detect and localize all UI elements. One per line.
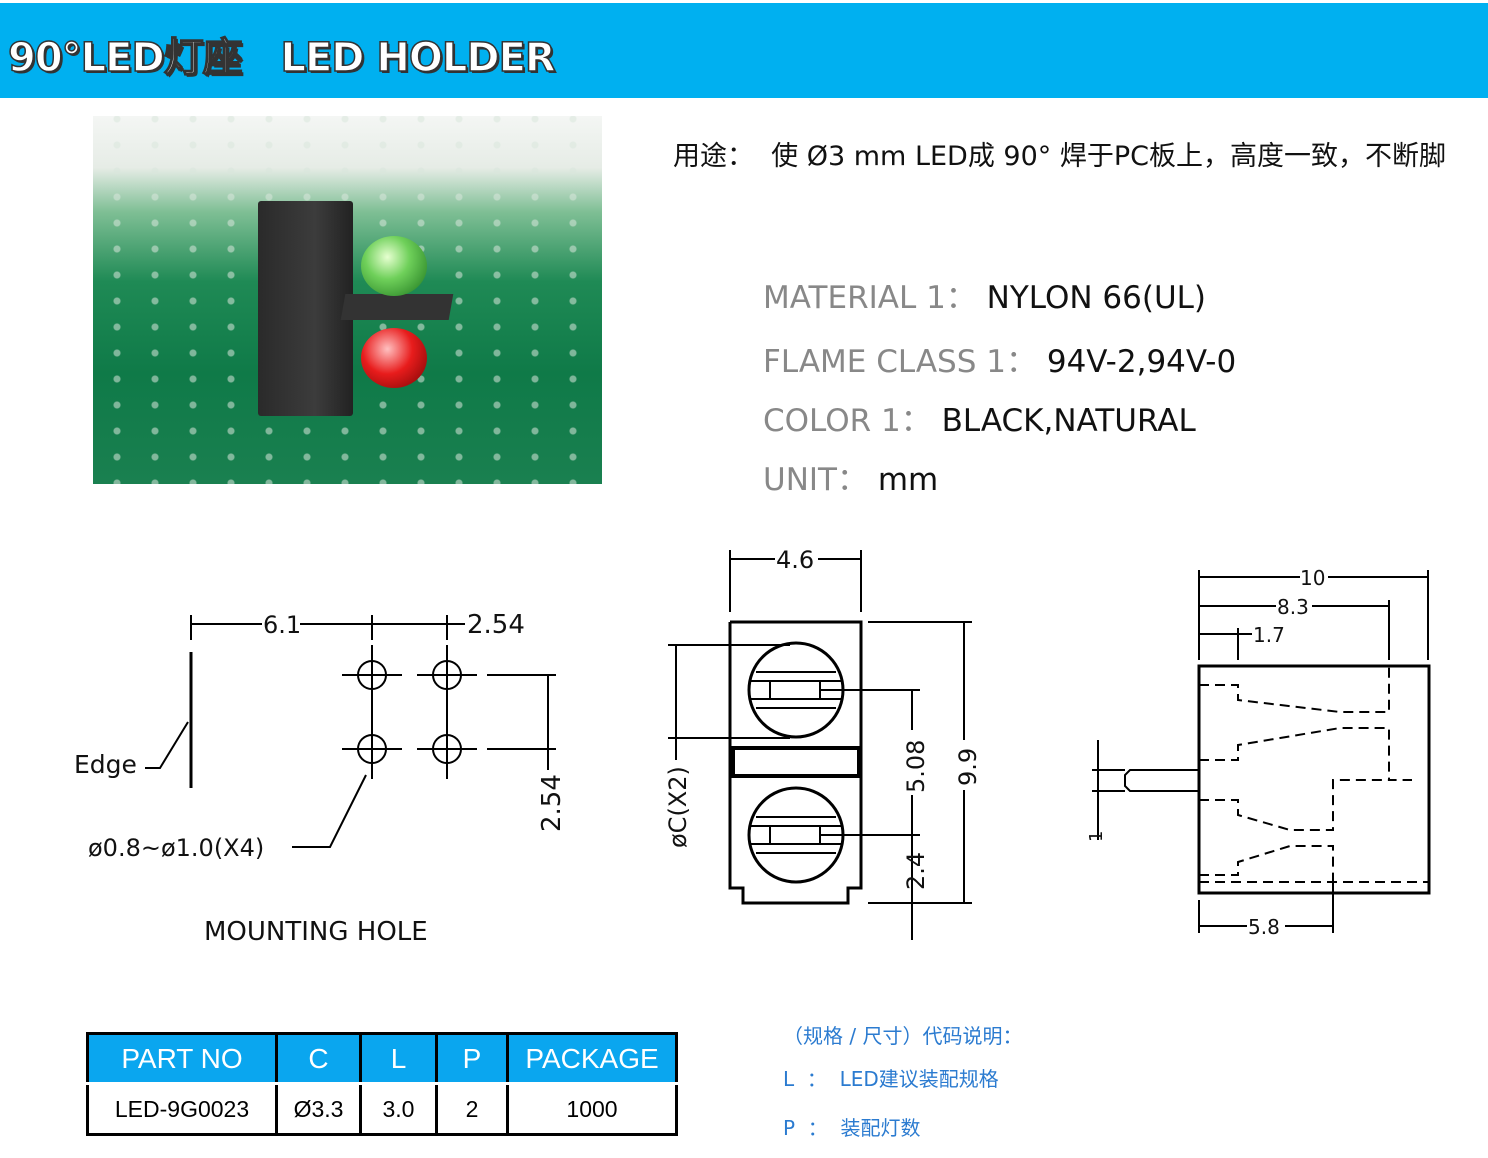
spec-label: UNIT： — [763, 462, 868, 498]
usage-text: 用途： 使 Ø3 mm LED成 90° 焊于PC板上，高度一致，不断脚 — [673, 141, 1446, 172]
spec-unit: UNIT： mm — [763, 454, 938, 499]
notes-title: （规格 / 尺寸）代码说明： — [783, 1024, 1023, 1048]
note-l: L ： LED建议装配规格 — [783, 1067, 999, 1091]
technical-drawing: 6.1 2.54 2.54 Edge ø0.8~ø1.0(X4) MOUNTIN… — [74, 546, 1431, 947]
spec-label: FLAME CLASS 1： — [763, 344, 1037, 380]
dim-2-4: 2.4 — [902, 852, 930, 890]
mounting-hole-caption: MOUNTING HOLE — [204, 917, 428, 947]
product-photo — [93, 116, 602, 484]
front-view-drawing — [668, 550, 972, 940]
dim-10: 10 — [1300, 566, 1325, 590]
page-title: 90°LED灯座 LED HOLDER — [7, 34, 556, 82]
dim-2-54-horizontal: 2.54 — [467, 610, 525, 640]
spec-flame-class: FLAME CLASS 1： 94V-2,94V-0 — [763, 336, 1236, 381]
red-led-image — [361, 328, 427, 388]
dim-8-3: 8.3 — [1277, 595, 1309, 619]
table-row: LED-9G0023 Ø3.3 3.0 2 1000 — [86, 1082, 678, 1136]
cell-package: 1000 — [506, 1082, 678, 1136]
note-p: P ： 装配灯数 — [783, 1116, 921, 1140]
dim-2-54-vertical: 2.54 — [537, 774, 567, 832]
led-holder-image — [258, 201, 353, 416]
side-view-drawing — [1092, 570, 1431, 933]
cell-c: Ø3.3 — [275, 1082, 362, 1136]
green-led-image — [361, 236, 427, 296]
header-l: L — [359, 1032, 438, 1085]
hole-diameter-label: ø0.8~ø1.0(X4) — [88, 834, 264, 862]
dim-6-1: 6.1 — [263, 611, 301, 639]
spec-value: NYLON 66(UL) — [986, 280, 1207, 316]
spec-material: MATERIAL 1： NYLON 66(UL) — [763, 272, 1206, 317]
header-p: P — [435, 1032, 509, 1085]
part-table: PART NO C L P PACKAGE LED-9G0023 Ø3.3 3.… — [86, 1032, 678, 1136]
header-part-no: PART NO — [86, 1032, 278, 1085]
spec-value: 94V-2,94V-0 — [1046, 344, 1237, 380]
dim-4-6: 4.6 — [776, 546, 814, 574]
cell-p: 2 — [435, 1082, 509, 1136]
spec-value: mm — [877, 462, 939, 498]
spec-color: COLOR 1： BLACK,NATURAL — [763, 395, 1196, 440]
header-c: C — [275, 1032, 362, 1085]
edge-label: Edge — [74, 750, 137, 779]
header-banner: 90°LED灯座 LED HOLDER — [0, 3, 1488, 98]
header-package: PACKAGE — [506, 1032, 678, 1085]
dim-5-08: 5.08 — [902, 740, 930, 793]
dim-9-9: 9.9 — [954, 748, 982, 786]
spec-value: BLACK,NATURAL — [941, 403, 1196, 439]
spec-label: MATERIAL 1： — [763, 280, 977, 316]
dim-5-8: 5.8 — [1248, 915, 1280, 939]
spec-label: COLOR 1： — [763, 403, 932, 439]
dim-1-7: 1.7 — [1253, 623, 1285, 647]
dim-diameter-c: øC(X2) — [664, 766, 692, 848]
cell-l: 3.0 — [359, 1082, 438, 1136]
cell-part-no: LED-9G0023 — [86, 1082, 278, 1136]
mounting-hole-drawing — [145, 615, 556, 848]
dim-lead: 1 — [1086, 831, 1107, 842]
